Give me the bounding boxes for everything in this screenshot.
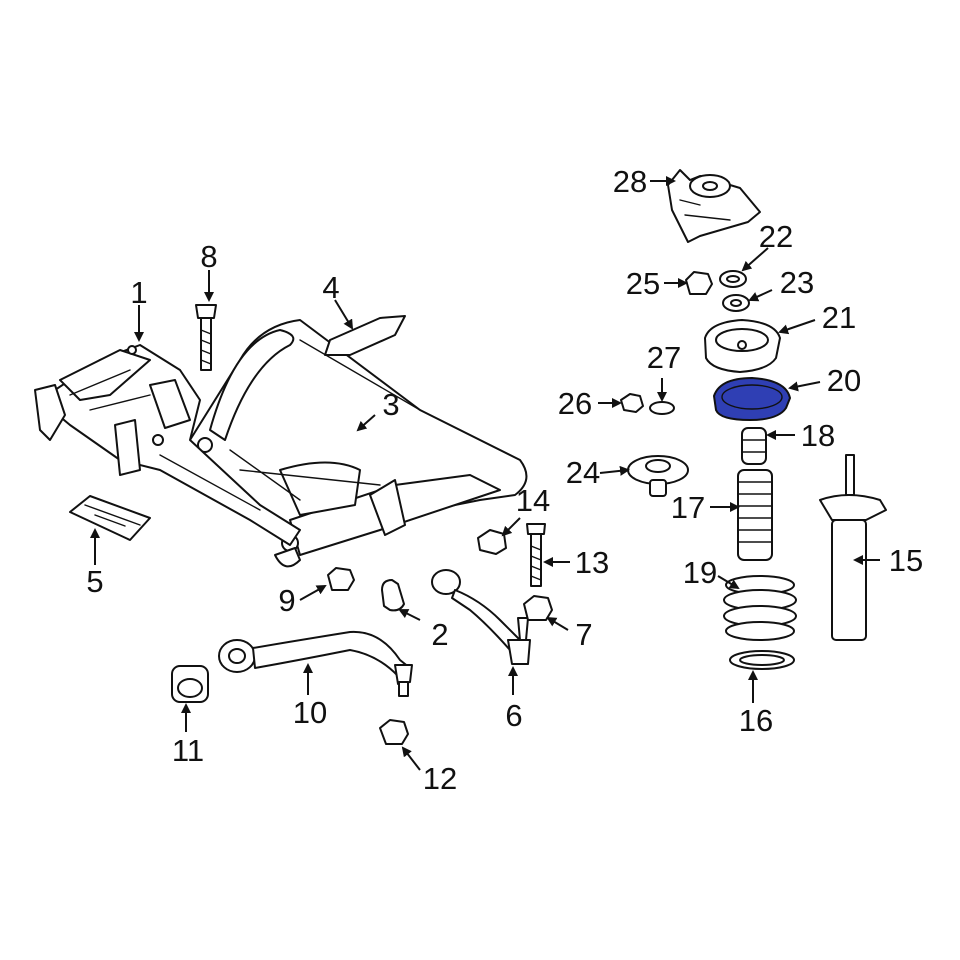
callout-9[interactable]: 9 (278, 583, 295, 618)
part-23-washer (722, 294, 750, 312)
part-1-side-rail (34, 344, 301, 546)
callout-13[interactable]: 13 (575, 545, 609, 580)
part-6-thrust-arm (431, 569, 531, 665)
callout-8[interactable]: 8 (200, 239, 217, 274)
callout-26[interactable]: 26 (558, 386, 592, 421)
callout-17[interactable]: 17 (671, 490, 705, 525)
callout-4[interactable]: 4 (322, 270, 339, 305)
callout-18[interactable]: 18 (801, 418, 835, 453)
part-27-cap (649, 401, 675, 415)
part-9-nut (327, 567, 355, 591)
part-25-nut (685, 271, 713, 295)
callout-6[interactable]: 6 (505, 698, 522, 733)
callout-16[interactable]: 16 (739, 703, 773, 738)
part-22-washer (719, 270, 747, 288)
callout-20[interactable]: 20 (827, 363, 861, 398)
part-13-bolt (526, 523, 546, 587)
part-21-spring-seat (704, 319, 781, 373)
part-19-coil-spring (723, 575, 797, 641)
part-15-shock (819, 454, 887, 641)
part-11-bushing (171, 665, 209, 703)
part-26-nut (620, 393, 644, 413)
callout-27[interactable]: 27 (647, 340, 681, 375)
part-10-control-arm (218, 630, 413, 697)
part-2-cap (381, 579, 405, 612)
callout-22[interactable]: 22 (759, 219, 793, 254)
part-14-nut (477, 529, 507, 555)
part-16-lower-seat (729, 650, 795, 670)
part-5-bracket (69, 495, 151, 541)
callout-19[interactable]: 19 (683, 555, 717, 590)
part-17-dust-boot (737, 469, 773, 561)
part-28-strut-mount (667, 169, 761, 243)
callout-15[interactable]: 15 (889, 543, 923, 578)
part-4-shield (324, 315, 406, 356)
callout-5[interactable]: 5 (86, 564, 103, 599)
callout-28[interactable]: 28 (613, 164, 647, 199)
part-12-nut (379, 719, 409, 745)
part-20-spring-pad[interactable] (712, 376, 792, 422)
callout-1[interactable]: 1 (130, 275, 147, 310)
callout-7[interactable]: 7 (575, 617, 592, 652)
part-18-bump-stop (741, 427, 767, 465)
part-3-subframe (189, 319, 528, 568)
callout-3[interactable]: 3 (382, 387, 399, 422)
part-8-bolt (195, 304, 217, 371)
callout-11[interactable]: 11 (172, 733, 204, 768)
callout-labels: 1 2 3 4 5 6 7 8 9 10 11 12 13 14 15 16 1… (86, 164, 923, 796)
callout-12[interactable]: 12 (423, 761, 457, 796)
callout-21[interactable]: 21 (822, 300, 856, 335)
callout-10[interactable]: 10 (293, 695, 327, 730)
part-7-nut (523, 595, 553, 621)
callout-23[interactable]: 23 (780, 265, 814, 300)
callout-24[interactable]: 24 (566, 455, 600, 490)
callout-25[interactable]: 25 (626, 266, 660, 301)
callout-arrows (90, 176, 880, 771)
callout-2[interactable]: 2 (431, 617, 448, 652)
callout-14[interactable]: 14 (516, 483, 550, 518)
